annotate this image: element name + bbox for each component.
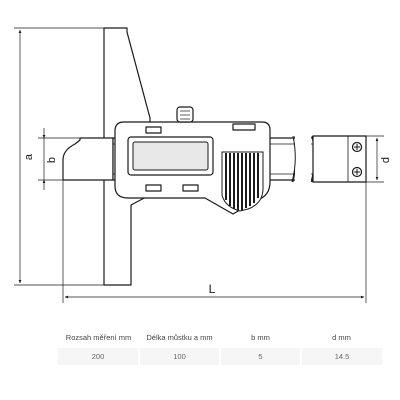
cell-b: 5 bbox=[219, 348, 301, 365]
button-right bbox=[182, 184, 199, 192]
dimension-label-d: d bbox=[380, 157, 392, 163]
button-left bbox=[145, 184, 162, 192]
table-row: 200 100 5 14.5 bbox=[58, 348, 382, 365]
thumb-grip bbox=[221, 151, 264, 212]
header-d: d mm bbox=[332, 333, 351, 342]
header-bridge-length: Délka můstku a mm bbox=[146, 333, 213, 342]
depth-gauge-drawing: a b d L bbox=[14, 27, 392, 303]
dimension-label-b: b bbox=[46, 157, 58, 163]
cell-measuring-range: 200 bbox=[58, 348, 139, 365]
dimension-label-l: L bbox=[209, 282, 216, 296]
hook-beam bbox=[62, 137, 114, 181]
header-measuring-range: Rozsah měření mm bbox=[65, 333, 132, 342]
specs-table: Rozsah měření mm Délka můstku a mm b mm … bbox=[58, 330, 382, 365]
lock-knob bbox=[176, 106, 194, 123]
cell-d: 14.5 bbox=[300, 348, 382, 365]
specs-header-row: Rozsah měření mm Délka můstku a mm b mm … bbox=[58, 330, 382, 348]
header-b: b mm bbox=[251, 333, 270, 342]
cell-bridge-length: 100 bbox=[138, 348, 220, 365]
dimension-label-a: a bbox=[23, 153, 35, 160]
